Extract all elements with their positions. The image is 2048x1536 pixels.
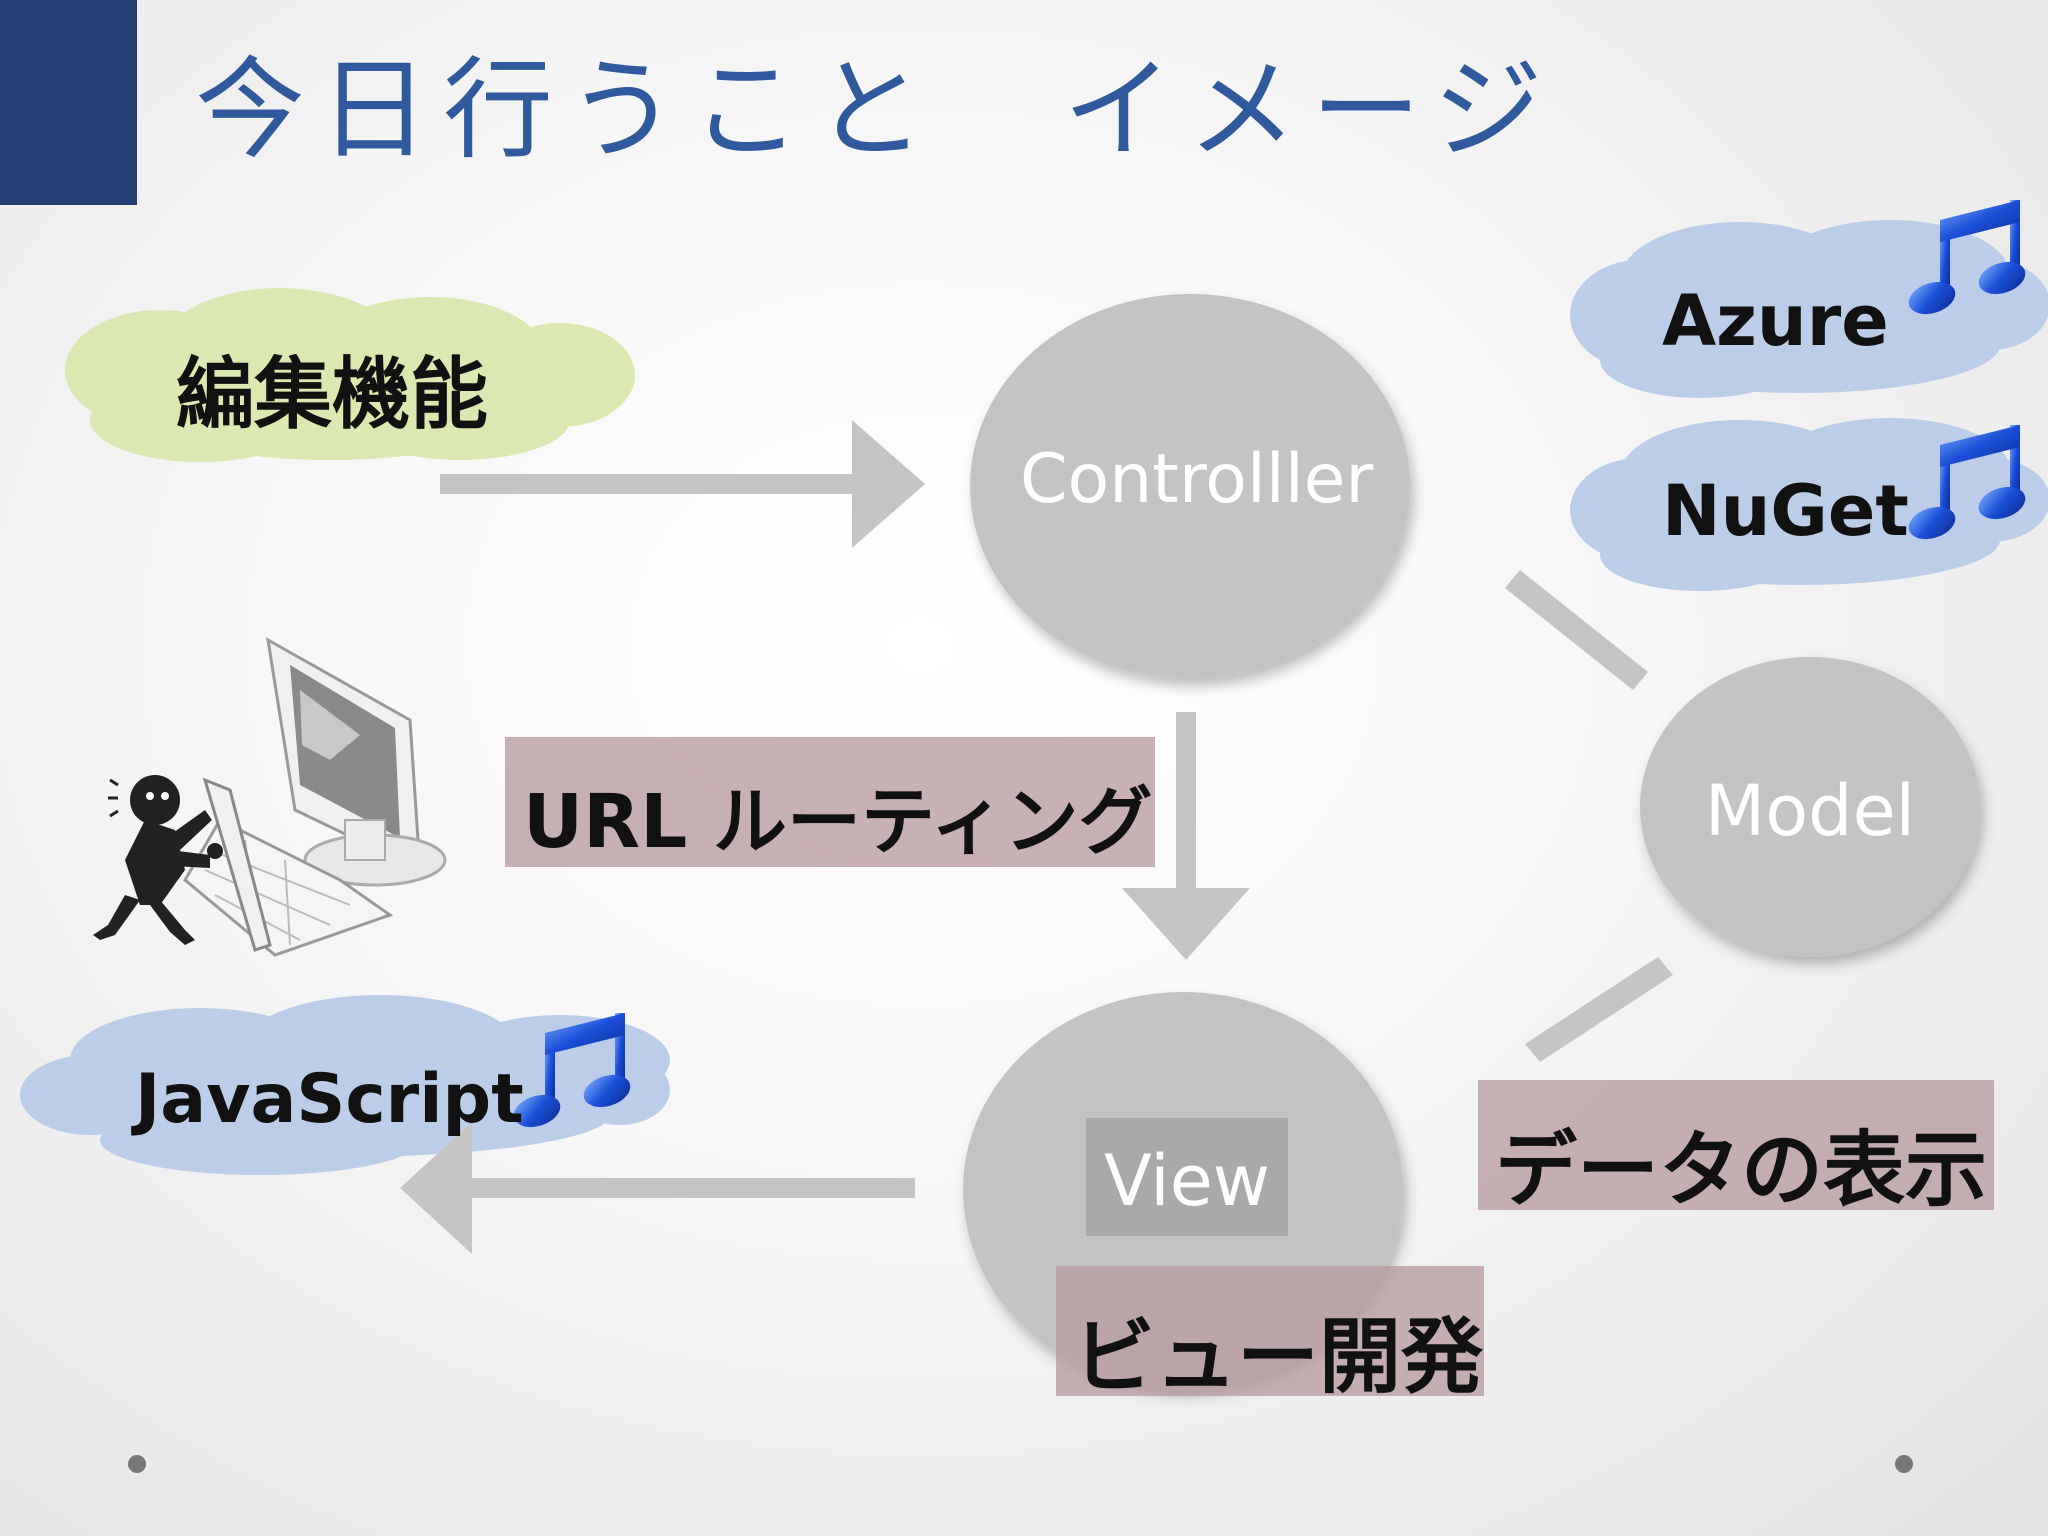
music-note-icon — [1908, 425, 2026, 540]
cloud-javascript — [20, 995, 670, 1175]
title-accent-bar — [0, 0, 137, 205]
person-at-computer-icon — [93, 637, 447, 957]
data-display-tag — [1478, 1080, 1994, 1210]
music-note-icon — [1908, 200, 2026, 315]
model-node — [1640, 657, 1980, 957]
view-dev-tag — [1056, 1266, 1484, 1396]
nuget-label: NuGet — [1662, 470, 1909, 552]
arrow-view-to-javascript — [400, 1122, 915, 1254]
edit-feature-label: 編集機能 — [176, 350, 489, 440]
slide-dot-right — [1895, 1455, 1913, 1473]
connector-model-view — [1525, 957, 1673, 1062]
controller-node — [970, 294, 1410, 678]
model-label: Model — [1704, 770, 1916, 852]
view-label: View — [1103, 1140, 1271, 1222]
cloud-edit — [65, 288, 635, 462]
view-label-box — [1086, 1118, 1288, 1236]
javascript-label: JavaScript — [135, 1060, 524, 1139]
music-note-icon — [513, 1013, 631, 1128]
connector-controller-model — [1505, 570, 1648, 690]
controller-label: Controlller — [1020, 440, 1374, 519]
view-dev-tag-label: ビュー開発 — [1073, 1310, 1484, 1405]
arrow-controller-to-view — [1122, 712, 1250, 960]
arrow-edit-to-controller — [440, 420, 925, 548]
azure-label: Azure — [1662, 280, 1889, 362]
slide-dot-left — [128, 1455, 146, 1473]
data-display-tag-label: データの表示 — [1495, 1123, 1988, 1218]
routing-tag — [505, 737, 1155, 867]
slide-title: 今日行うこと イメージ — [195, 46, 1557, 174]
routing-tag-label: URL ルーティング — [523, 779, 1153, 865]
